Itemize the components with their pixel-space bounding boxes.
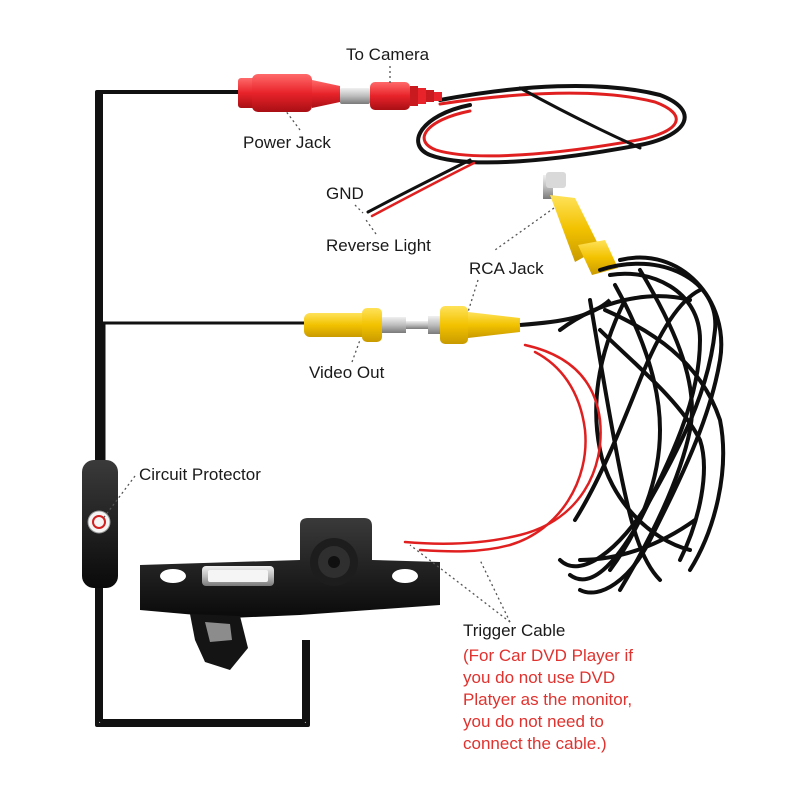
coiled-video-cable xyxy=(558,255,726,595)
video-out-wire xyxy=(102,321,306,460)
trigger-cable-note: (For Car DVD Player if you do not use DV… xyxy=(463,645,633,755)
trigger-note-line: (For Car DVD Player if xyxy=(463,646,634,665)
main-power-wire xyxy=(95,90,310,727)
circuit-protector xyxy=(82,460,118,588)
rca-jack-connector xyxy=(543,172,618,275)
trigger-cable-label: Trigger Cable xyxy=(463,621,566,640)
trigger-note-line: Platyer as the monitor, xyxy=(463,690,633,709)
power-jack-connector xyxy=(238,74,370,112)
camera-rca-connector xyxy=(428,306,520,344)
to-camera-label: To Camera xyxy=(346,45,430,64)
camera-power-connector xyxy=(370,82,442,110)
twisted-power-cable xyxy=(366,83,687,218)
trigger-note-line: connect the cable.) xyxy=(463,734,607,753)
gnd-label: GND xyxy=(326,184,364,203)
rca-jack-label: RCA Jack xyxy=(469,259,544,278)
backup-camera xyxy=(140,518,440,670)
trigger-note-line: you do not use DVD xyxy=(463,668,616,687)
circuit-protector-label: Circuit Protector xyxy=(139,465,261,484)
video-out-label: Video Out xyxy=(309,363,385,382)
reverse-light-label: Reverse Light xyxy=(326,236,431,255)
trigger-cable-wires xyxy=(403,343,602,553)
video-out-rca-connector xyxy=(304,308,428,342)
leader-lines xyxy=(101,66,555,623)
trigger-note-line: you do not need to xyxy=(463,712,604,731)
rca-cable-wire xyxy=(519,298,612,327)
power-jack-label: Power Jack xyxy=(243,133,331,152)
